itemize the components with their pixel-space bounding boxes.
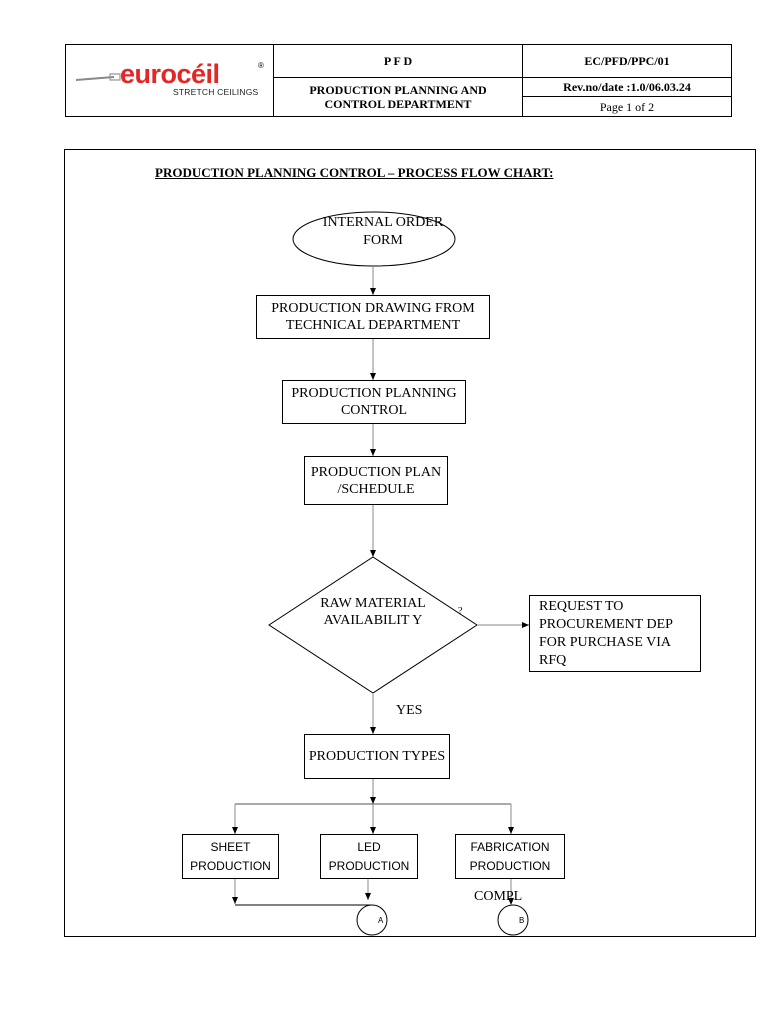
production-plan-box: PRODUCTION PLAN /SCHEDULE (304, 456, 448, 505)
connector-b-label: B (519, 916, 525, 925)
sheet-production-label: SHEET PRODUCTION (190, 839, 271, 873)
start-label: INTERNAL ORDER FORM (322, 215, 444, 248)
start-oval (292, 211, 456, 267)
department-name: PRODUCTION PLANNING AND CONTROL DEPARTME… (309, 83, 487, 111)
registered-mark: ® (258, 61, 264, 70)
sheet-production-box: SHEET PRODUCTION (182, 834, 279, 879)
flowchart-title: PRODUCTION PLANNING CONTROL – PROCESS FL… (155, 165, 554, 180)
logo-swoosh-icon (76, 73, 121, 81)
connector-a-label: A (378, 916, 384, 925)
procurement-request-box: REQUEST TO PROCUREMENT DEP FOR PURCHASE … (529, 595, 701, 672)
yes-label: YES (396, 703, 423, 718)
logo-name: eurocéil (120, 59, 220, 89)
decision-no-mark: ? (458, 606, 463, 617)
ppc-box: PRODUCTION PLANNING CONTROL (282, 380, 466, 424)
page-number: Page 1 of 2 (599, 100, 655, 114)
led-production-box: LED PRODUCTION (320, 834, 418, 879)
fabrication-production-box: FABRICATION PRODUCTION (455, 834, 565, 879)
production-types-box: PRODUCTION TYPES (304, 734, 450, 779)
logo-tagline: STRETCH CEILINGS (173, 87, 259, 97)
production-drawing-label: PRODUCTION DRAWING FROM TECHNICAL DEPART… (271, 301, 475, 333)
production-types-label: PRODUCTION TYPES (308, 749, 446, 764)
fabrication-production-label: FABRICATION PRODUCTION (469, 839, 551, 873)
document-header: eurocéil ® STRETCH CEILINGS P F D PRODUC… (65, 44, 732, 117)
production-drawing-box: PRODUCTION DRAWING FROM TECHNICAL DEPART… (256, 295, 490, 339)
compl-label: COMPL (474, 889, 523, 904)
doc-type: P F D (383, 54, 413, 68)
led-production-label: LED PRODUCTION (328, 839, 410, 873)
procurement-request-label: REQUEST TO PROCUREMENT DEP FOR PURCHASE … (539, 598, 673, 668)
decision-label: RAW MATERIAL AVAILABILIT Y (320, 596, 426, 628)
revision-date: Rev.no/date :1.0/06.03.24 (563, 80, 691, 94)
flowchart-frame (64, 149, 756, 937)
company-logo: eurocéil ® STRETCH CEILINGS (72, 59, 268, 103)
ppc-label: PRODUCTION PLANNING CONTROL (291, 386, 457, 418)
connector-b-circle (497, 904, 529, 936)
doc-code: EC/PFD/PPC/01 (584, 54, 670, 68)
production-plan-label: PRODUCTION PLAN /SCHEDULE (310, 464, 442, 497)
